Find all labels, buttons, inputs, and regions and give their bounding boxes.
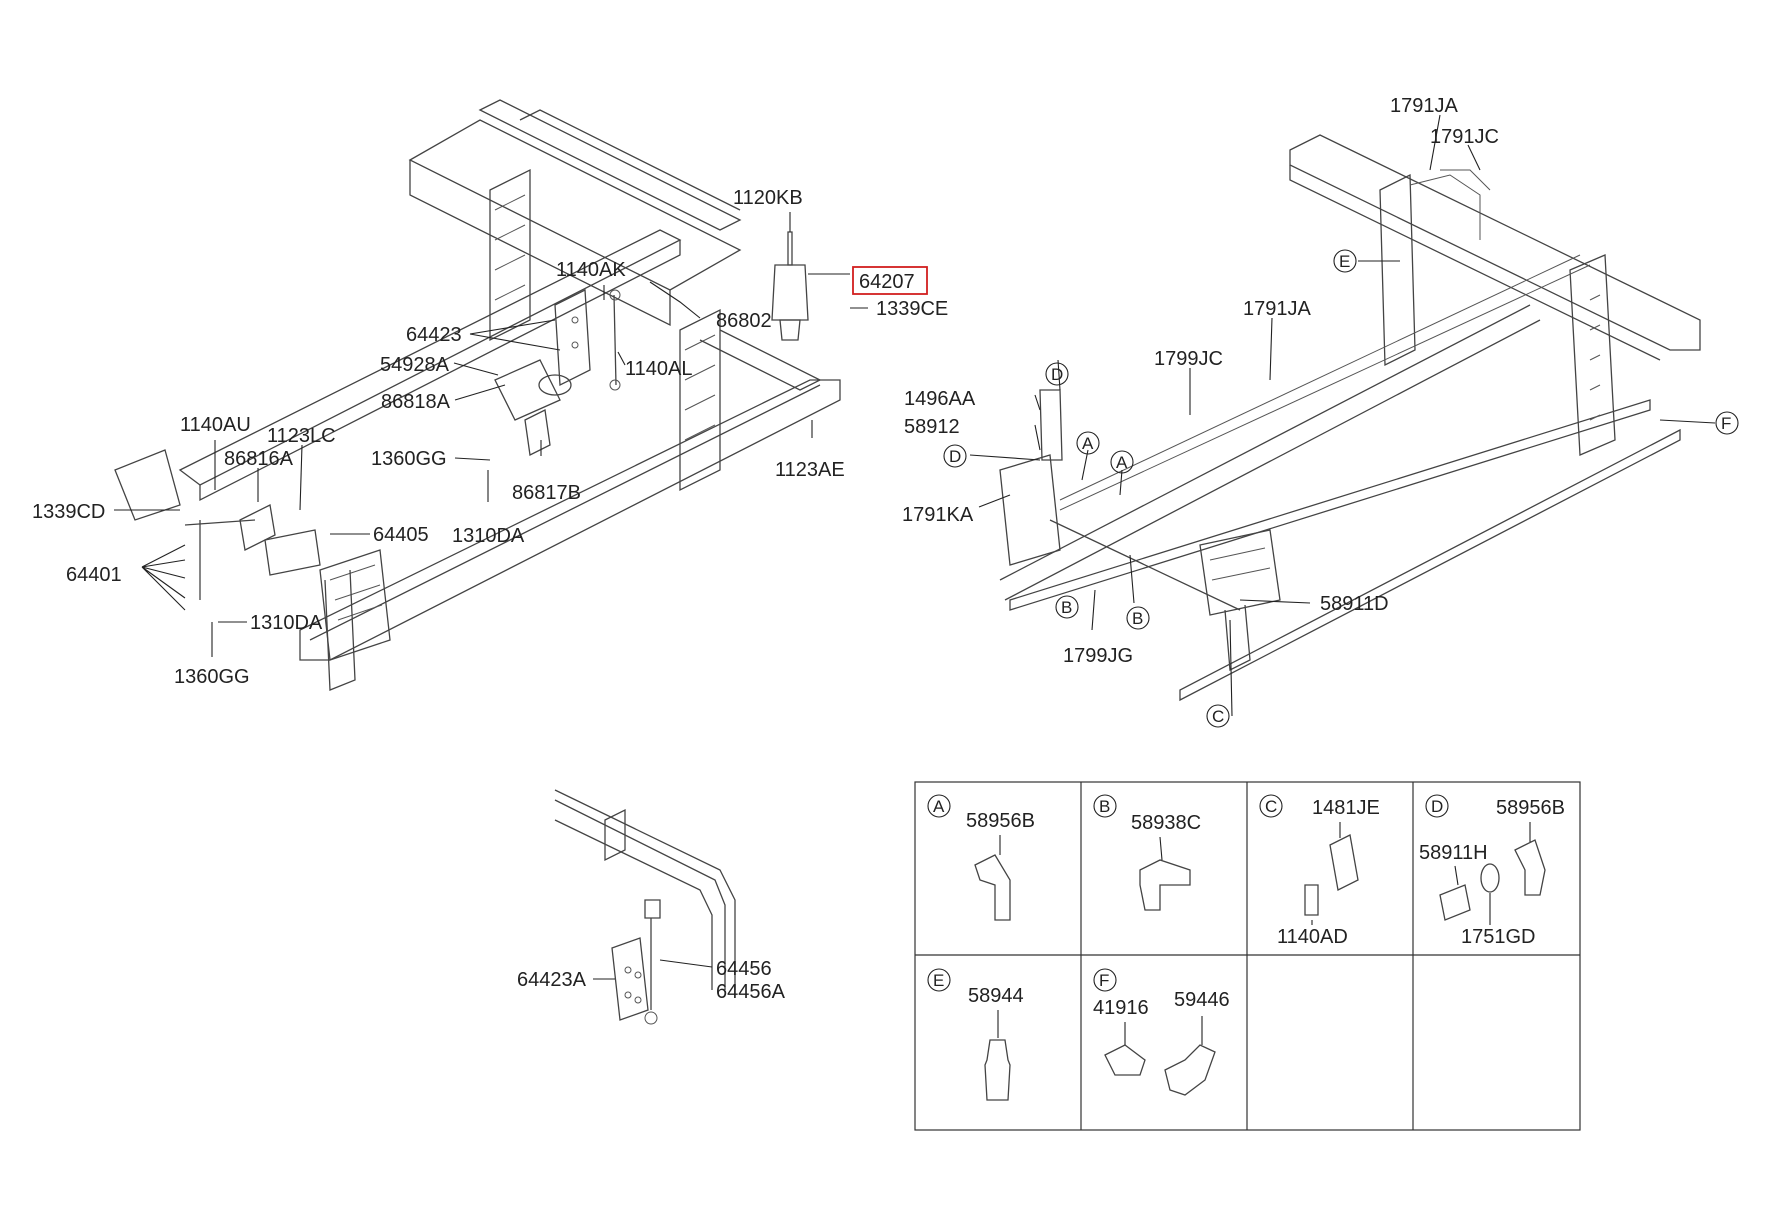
detail-cell-B: B 58938C [1093, 794, 1201, 911]
detail-E-part-58944: 58944 [968, 985, 1024, 1007]
label-64456: 64456 [716, 958, 772, 980]
detail-cell-E: E 58944 [927, 968, 1024, 1101]
callout-circle-F [1715, 411, 1739, 435]
callout-A-left: A [1082, 434, 1094, 453]
callout-circle-E [1333, 249, 1357, 273]
detail-D-part-1751GD: 1751GD [1461, 926, 1536, 948]
label-1140AU: 1140AU [180, 414, 251, 436]
detail-cell-A: A 58956B [927, 794, 1035, 921]
label-86816A: 86816A [224, 448, 294, 470]
callout-circle-C [1206, 704, 1230, 728]
callout-A-right: A [1116, 453, 1128, 472]
label-86817B: 86817B [512, 482, 581, 504]
detail-cell-D: D 58956B 58911H 1751GD [1419, 794, 1565, 948]
label-1140AL: 1140AL [625, 358, 692, 380]
callout-circle-A-right [1110, 450, 1134, 474]
label-1339CE: 1339CE [876, 298, 948, 320]
callout-E: E [1339, 252, 1350, 271]
detail-letter-A: A [933, 797, 945, 816]
detail-C-part-1140AD: 1140AD [1277, 926, 1348, 948]
label-58911D: 58911D [1320, 593, 1389, 615]
callout-circle-B-right [1126, 606, 1150, 630]
label-64405: 64405 [373, 524, 429, 546]
callout-circle-A-left [1076, 431, 1100, 455]
lower-bracket-detail [554, 789, 736, 1025]
label-1140AK: 1140AK [556, 259, 626, 281]
detail-letter-B: B [1099, 797, 1110, 816]
highlight-box-64207 [852, 266, 928, 295]
label-1339CD: 1339CD [32, 501, 105, 523]
detail-F-part-41916: 41916 [1093, 997, 1149, 1019]
leader-lines [114, 114, 1716, 980]
detail-table: A 58956B B 58938C C 1481JE 1140AD [914, 781, 1581, 1131]
label-1791JC: 1791JC [1430, 126, 1499, 148]
detail-letter-F: F [1099, 971, 1109, 990]
callout-markers: D D A A B B C E F [943, 249, 1739, 728]
label-1791KA: 1791KA [902, 504, 974, 526]
label-1791JA-mid: 1791JA [1243, 298, 1311, 320]
label-64207: 64207 [859, 271, 915, 293]
label-1799JG: 1799JG [1063, 645, 1133, 667]
detail-letter-D: D [1431, 797, 1443, 816]
callout-circle-D-left [943, 444, 967, 468]
callout-C: C [1212, 707, 1224, 726]
label-1120KB: 1120KB [733, 187, 803, 209]
detail-letter-E: E [933, 971, 944, 990]
label-1791JA-top: 1791JA [1390, 95, 1458, 117]
label-1360GG-upper: 1360GG [371, 448, 447, 470]
detail-D-part-58956B: 58956B [1496, 797, 1565, 819]
right-frame-assembly [999, 134, 1701, 702]
label-86818A: 86818A [381, 391, 451, 413]
label-64423: 64423 [406, 324, 462, 346]
part-labels: 1120KB 64207 1339CE 1140AK 86802 64423 5… [32, 95, 1499, 1003]
label-1310DA-lower: 1310DA [250, 612, 323, 634]
label-1310DA-upper: 1310DA [452, 525, 525, 547]
label-54928A: 54928A [380, 354, 450, 376]
detail-cell-F: F 41916 59446 [1093, 968, 1230, 1096]
label-1799JC: 1799JC [1154, 348, 1223, 370]
callout-B-left: B [1061, 598, 1072, 617]
callout-circle-B-left [1055, 595, 1079, 619]
label-58912: 58912 [904, 416, 960, 438]
label-1123LC: 1123LC [267, 425, 336, 447]
label-64456A: 64456A [716, 981, 786, 1003]
detail-cell-C: C 1481JE 1140AD [1259, 794, 1380, 948]
detail-A-part-58956B: 58956B [966, 810, 1035, 832]
label-1360GG-lower: 1360GG [174, 666, 250, 688]
callout-D-left: D [949, 447, 961, 466]
label-1123AE: 1123AE [775, 459, 845, 481]
detail-D-part-58911H: 58911H [1419, 842, 1488, 864]
callout-F: F [1721, 414, 1731, 433]
detail-F-part-59446: 59446 [1174, 989, 1230, 1011]
left-frame-assembly [114, 99, 841, 691]
label-64423A: 64423A [517, 969, 587, 991]
detail-C-part-1481JE: 1481JE [1312, 797, 1380, 819]
detail-letter-C: C [1265, 797, 1277, 816]
label-1496AA: 1496AA [904, 388, 976, 410]
callout-D-upper: D [1051, 365, 1063, 384]
callout-circle-D-upper [1045, 362, 1069, 386]
label-64401: 64401 [66, 564, 122, 586]
callout-B-right: B [1132, 609, 1143, 628]
label-86802: 86802 [716, 310, 772, 332]
detail-B-part-58938C: 58938C [1131, 812, 1201, 834]
